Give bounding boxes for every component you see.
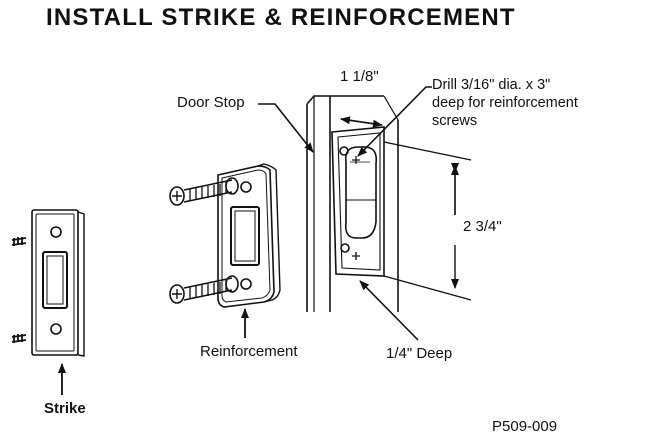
drill-instruction-line: screws xyxy=(432,113,478,129)
drill-instruction: Drill 3/16" dia. x 3" deep for reinforce… xyxy=(432,76,578,130)
drill-leader xyxy=(357,86,432,157)
reinforcement-label: Reinforcement xyxy=(200,343,298,360)
reinforcement-screw-bottom xyxy=(169,275,239,304)
mortise-depth-label: 1/4" Deep xyxy=(386,345,453,362)
drill-instruction-line: Drill 3/16" dia. x 3" xyxy=(432,77,551,93)
strike-plate xyxy=(11,209,85,357)
width-dimension xyxy=(340,116,383,128)
page-title: INSTALL STRIKE & REINFORCEMENT xyxy=(46,4,516,31)
reinforcement-plate xyxy=(217,163,281,308)
strike-label: Strike xyxy=(44,400,86,417)
door-stop-label: Door Stop xyxy=(177,94,245,111)
door-stop-leader xyxy=(258,103,314,153)
height-dimension xyxy=(383,141,472,301)
reinforcement-screw-top xyxy=(169,177,239,206)
mortise-width-label: 1 1/8" xyxy=(340,68,379,85)
figure-code: P509-009 xyxy=(492,418,558,435)
jamb-mortise xyxy=(331,126,385,277)
mortise-height-label: 2 3/4" xyxy=(463,218,502,235)
depth-leader xyxy=(359,280,419,341)
drill-instruction-line: deep for reinforcement xyxy=(432,95,578,111)
